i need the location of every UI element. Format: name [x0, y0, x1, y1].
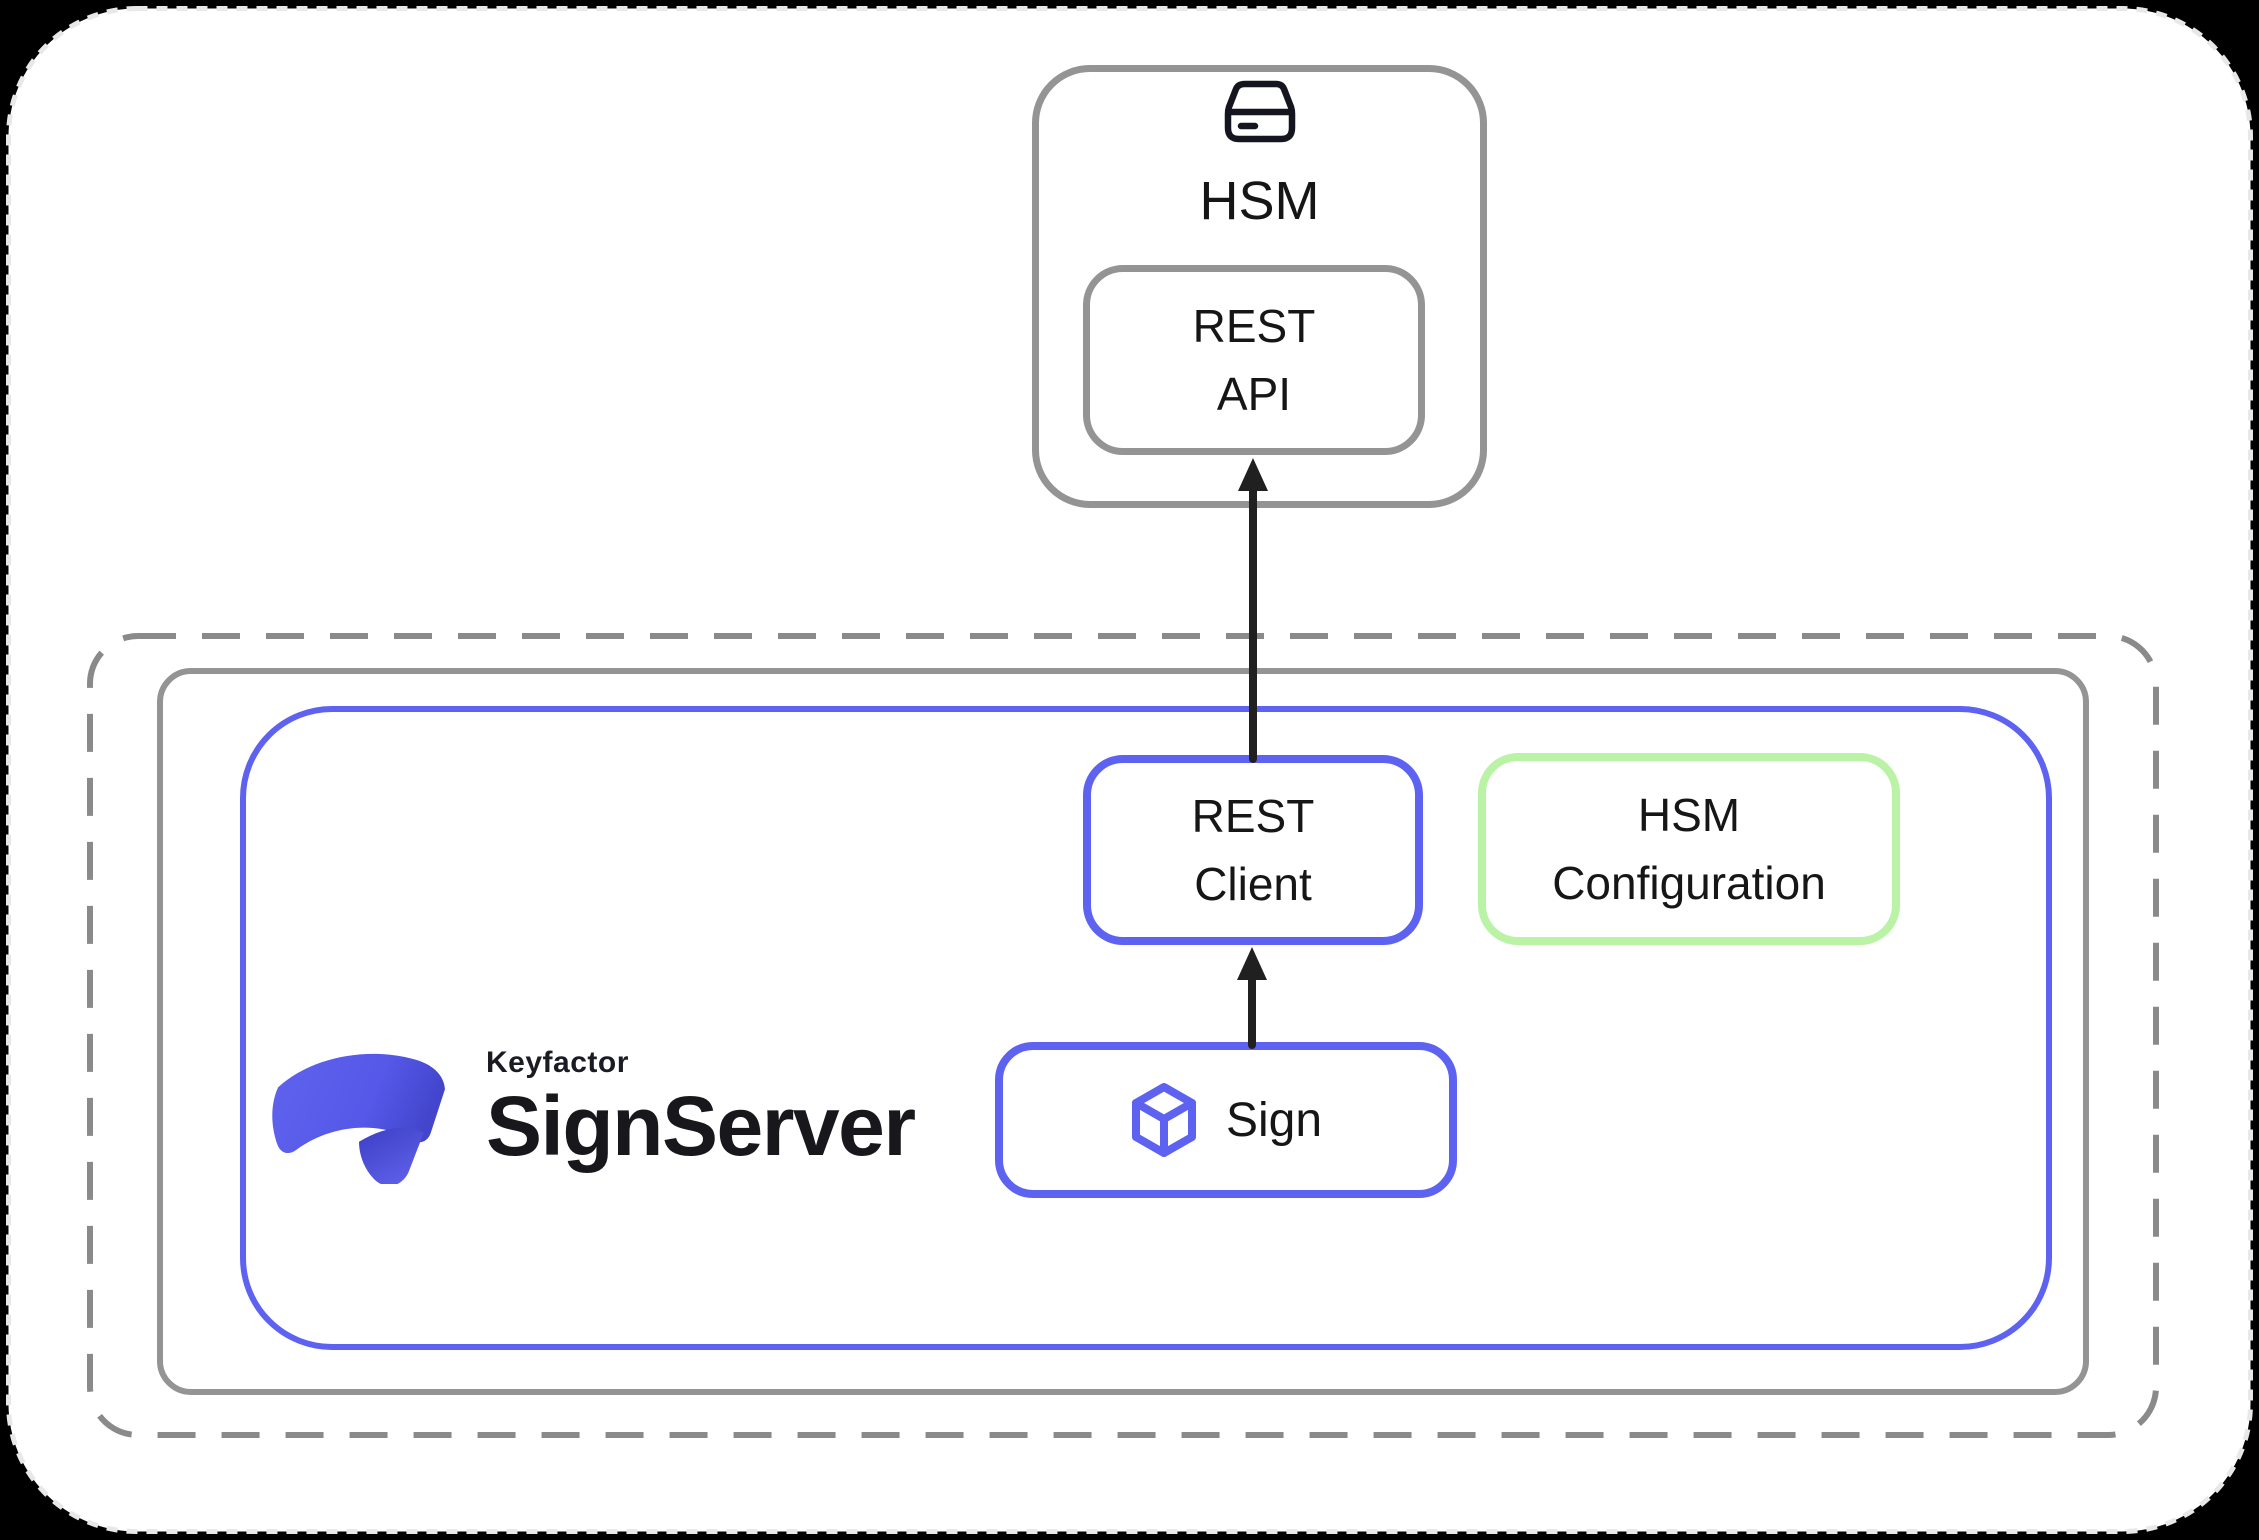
storage-drive-icon: [1224, 80, 1295, 143]
rest-client-node: REST Client: [1083, 755, 1423, 945]
keyfactor-wing-icon: [272, 1053, 445, 1184]
hsm-configuration-label-line2: Configuration: [1552, 857, 1826, 909]
hsm-node: HSM REST API: [1032, 65, 1487, 508]
sign-worker-node: Sign: [995, 1042, 1457, 1198]
rest-api-label-line1: REST: [1192, 300, 1316, 352]
logo-product-text: SignServer: [486, 1079, 916, 1173]
rest-api-label-line2: API: [1216, 368, 1292, 420]
cube-icon: [1131, 1083, 1196, 1157]
logo-brand-text: Keyfactor: [486, 1046, 629, 1079]
rest-client-label-line2: Client: [1194, 858, 1312, 910]
hsm-title: HSM: [1199, 171, 1320, 231]
rest-api-node: REST API: [1083, 265, 1425, 455]
keyfactor-signserver-logo: Keyfactor SignServer: [266, 1046, 916, 1184]
signserver-zone: Keyfactor SignServer REST Client HSM Con…: [240, 706, 2052, 1350]
logo-wordmark: Keyfactor SignServer: [486, 1046, 916, 1173]
rest-client-label-line1: REST: [1191, 790, 1315, 842]
sign-worker-label: Sign: [1225, 1093, 1323, 1147]
hsm-configuration-label-line1: HSM: [1637, 789, 1741, 841]
hsm-configuration-node: HSM Configuration: [1478, 753, 1900, 945]
